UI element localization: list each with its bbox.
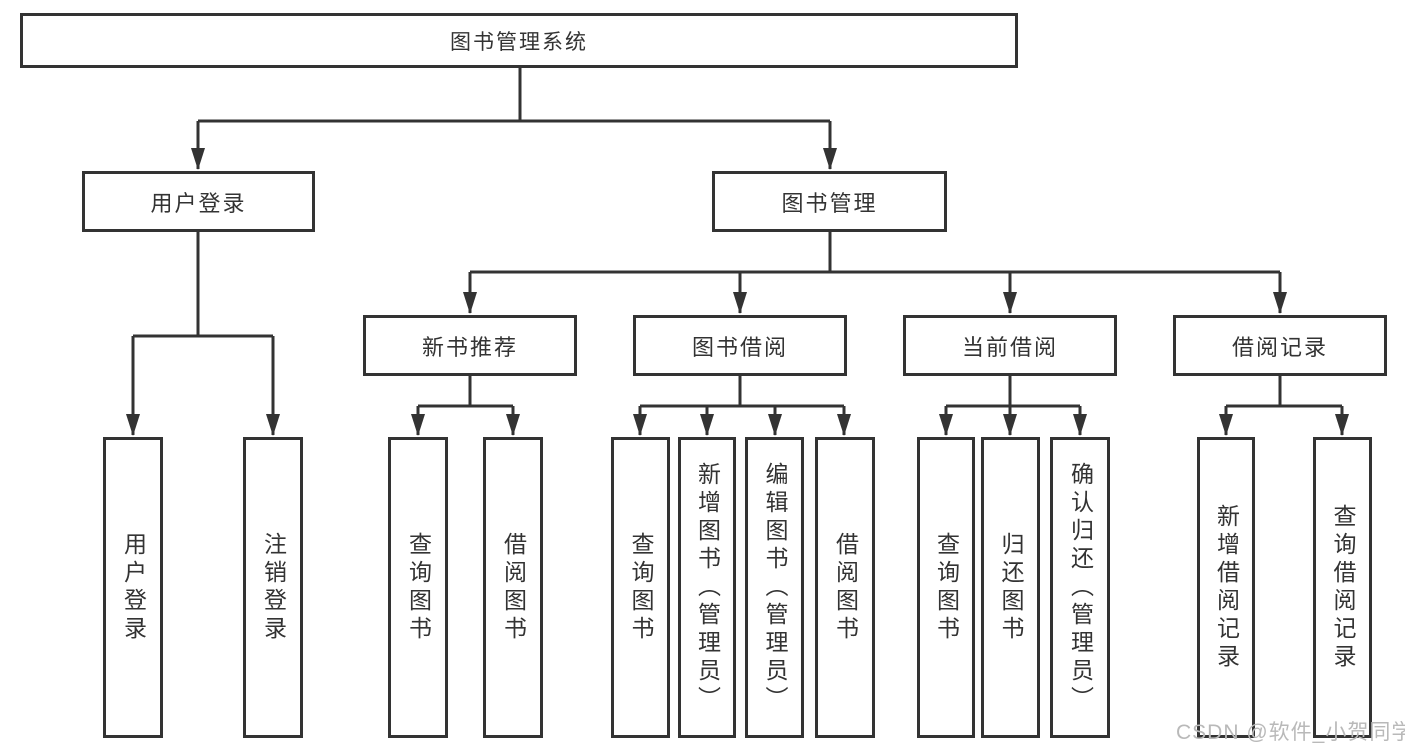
leaf-add-borrow-record: 新增借阅记录 bbox=[1197, 437, 1255, 738]
tree-bus-lines bbox=[133, 67, 1342, 408]
leaf-label: 查询借阅记录 bbox=[1330, 503, 1356, 672]
leaf-query-books-borrowing: 查询图书 bbox=[611, 437, 670, 738]
leaf-query-books-recommend: 查询图书 bbox=[388, 437, 448, 738]
leaf-query-books-current: 查询图书 bbox=[917, 437, 975, 738]
leaf-label: 新增图书（管理员） bbox=[694, 461, 721, 714]
leaf-label: 新增借阅记录 bbox=[1213, 503, 1240, 672]
leaf-label: 归还图书 bbox=[998, 531, 1024, 644]
node-label: 新书推荐 bbox=[421, 334, 518, 360]
leaf-logout: 注销登录 bbox=[243, 437, 303, 738]
leaf-edit-books-admin: 编辑图书（管理员） bbox=[745, 437, 804, 738]
leaf-borrow-books-borrowing: 借阅图书 bbox=[815, 437, 875, 738]
node-label: 当前借阅 bbox=[961, 334, 1058, 360]
node-current-borrowing: 当前借阅 bbox=[903, 315, 1117, 376]
leaf-label: 查询图书 bbox=[933, 531, 960, 644]
leaf-return-books: 归还图书 bbox=[981, 437, 1040, 738]
csdn-watermark: CSDN @软件_小贺同学 bbox=[1176, 721, 1405, 744]
leaf-label: 借阅图书 bbox=[832, 531, 859, 644]
node-label: 用户登录 bbox=[150, 190, 247, 216]
node-label: 图书管理系统 bbox=[450, 30, 588, 54]
leaf-confirm-return-admin: 确认归还（管理员） bbox=[1050, 437, 1110, 738]
node-library-management-system: 图书管理系统 bbox=[20, 13, 1018, 68]
node-user-login: 用户登录 bbox=[82, 171, 315, 232]
leaf-add-books-admin: 新增图书（管理员） bbox=[678, 437, 736, 738]
node-label: 借阅记录 bbox=[1231, 334, 1328, 360]
leaf-label: 用户登录 bbox=[120, 531, 147, 644]
node-new-book-recommendation: 新书推荐 bbox=[363, 315, 577, 376]
node-borrowing-records: 借阅记录 bbox=[1173, 315, 1387, 376]
leaf-borrow-books-recommend: 借阅图书 bbox=[483, 437, 543, 738]
leaf-label: 借阅图书 bbox=[500, 531, 527, 644]
leaf-label: 查询图书 bbox=[628, 531, 654, 644]
leaf-user-login: 用户登录 bbox=[103, 437, 163, 738]
leaf-label: 注销登录 bbox=[260, 531, 287, 644]
node-book-borrowing: 图书借阅 bbox=[633, 315, 847, 376]
node-label: 图书管理 bbox=[781, 190, 878, 216]
node-book-management: 图书管理 bbox=[712, 171, 947, 232]
leaf-label: 确认归还（管理员） bbox=[1067, 461, 1094, 714]
node-label: 图书借阅 bbox=[691, 334, 788, 360]
leaf-label: 编辑图书（管理员） bbox=[762, 461, 788, 714]
leaf-label: 查询图书 bbox=[405, 531, 432, 644]
leaf-query-borrow-record: 查询借阅记录 bbox=[1313, 437, 1372, 738]
